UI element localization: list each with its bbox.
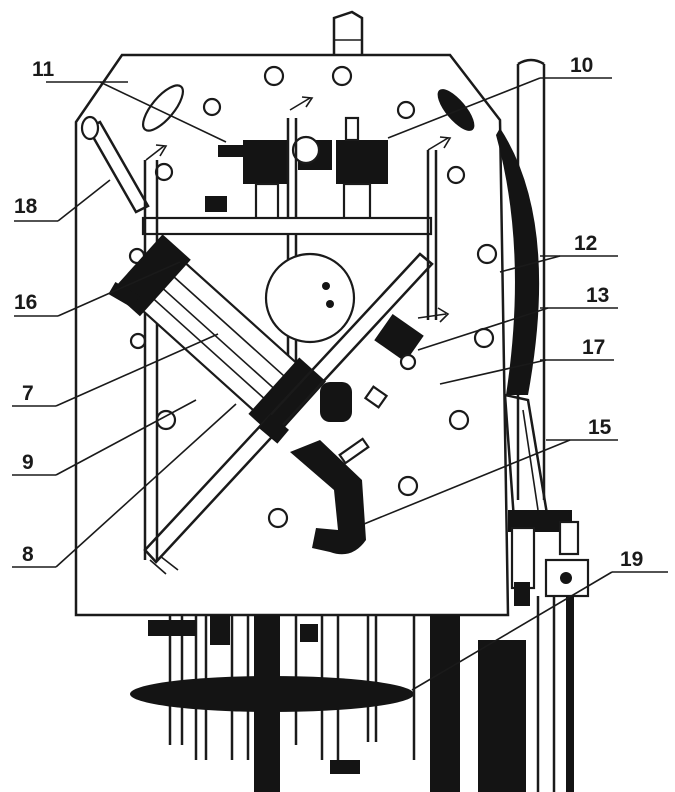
right-lower-bracket [508,510,590,606]
left-tilted-arm [80,115,150,214]
label-9: 9 [22,451,34,474]
label-8: 8 [22,543,34,566]
right-side-components [259,307,450,555]
label-11: 11 [32,58,55,81]
number-labels: 11 10 18 12 16 13 17 7 15 9 8 19 [14,54,643,571]
diagonal-rod [143,252,434,575]
inner-frame [141,136,452,560]
label-18: 18 [14,195,38,218]
slot-top-right [437,89,475,131]
leader-lines [12,77,668,691]
label-17: 17 [582,336,605,359]
label-7: 7 [22,382,34,405]
label-15: 15 [588,416,612,439]
label-19: 19 [620,548,643,571]
top-handle [332,10,364,55]
label-10: 10 [570,54,593,77]
right-rail [496,58,550,522]
slot-top-left [142,84,184,132]
mounting-holes [128,65,498,529]
label-16: 16 [14,291,37,314]
bottom-assembly [130,596,574,792]
label-12: 12 [574,232,597,255]
main-mounting-plate [74,53,510,617]
label-13: 13 [586,284,609,307]
central-disc [264,252,356,344]
